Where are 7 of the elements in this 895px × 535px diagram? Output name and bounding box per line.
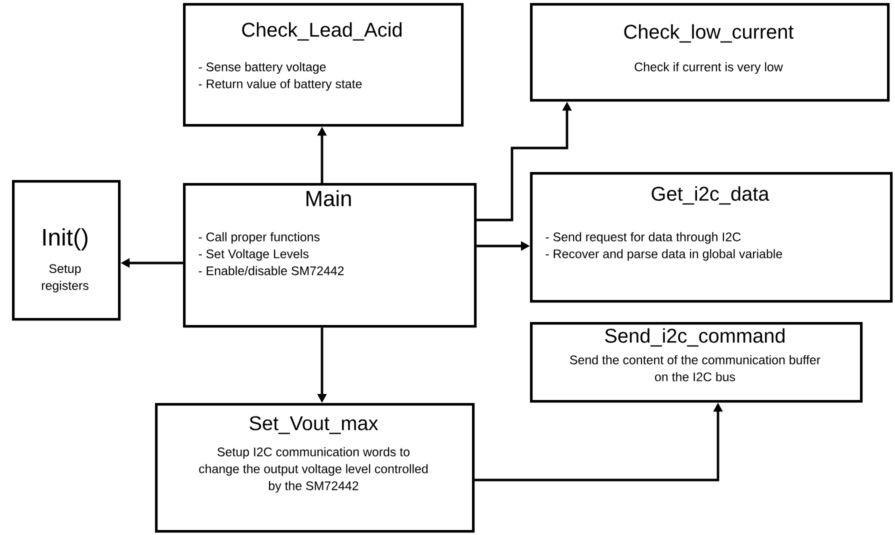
process-box: Send_i2c_command Send the content of the communication buffer on the I2C bus: [530, 322, 863, 403]
process-box: Set_Vout_max Setup I2C communication words to change the output voltage level controlled by the SM72442: [155, 403, 475, 533]
process-box: Check_low_current Check if current is very low: [530, 3, 890, 102]
process-box: Get_i2c_data - Send request for data through I2C - Recover and parse data in global variable: [530, 172, 893, 303]
process-box: Init() Setup registers: [12, 180, 121, 321]
process-box: Main - Call proper functions - Set Voltage Levels - Enable/disable SM72442: [183, 183, 477, 328]
process-box: Check_Lead_Acid - Sense battery voltage - Return value of battery state: [183, 3, 464, 127]
